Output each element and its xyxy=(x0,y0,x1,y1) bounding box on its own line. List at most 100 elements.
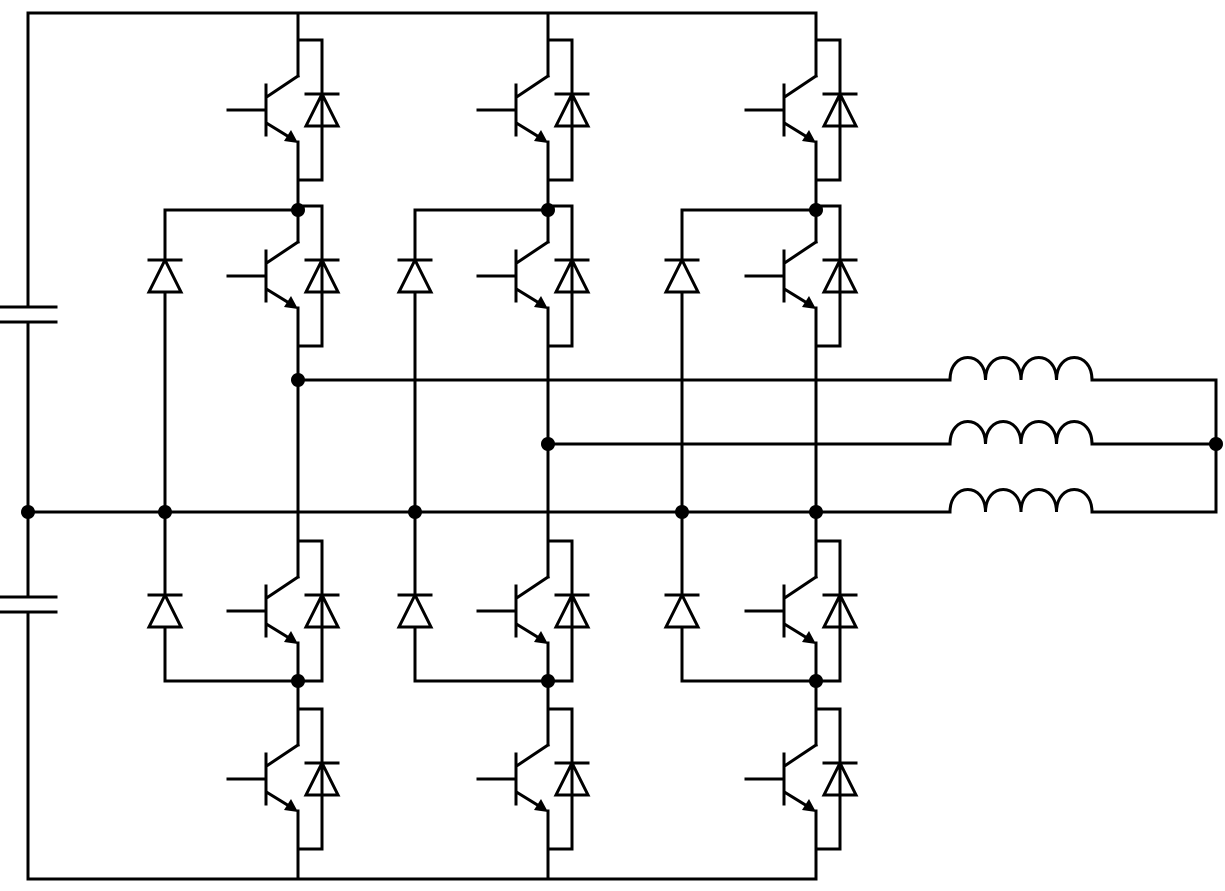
inductor-coil xyxy=(948,356,1094,382)
junction-dot xyxy=(1209,437,1223,451)
igbt-switch-9 xyxy=(744,38,859,182)
diode-triangle xyxy=(663,591,701,629)
collector-diag xyxy=(265,742,301,768)
diode xyxy=(146,256,184,294)
diode-triangle xyxy=(663,256,701,294)
junction-dot xyxy=(158,505,172,519)
diode xyxy=(303,256,341,294)
igbt-switch-12 xyxy=(744,707,859,851)
igbt-switch-8 xyxy=(476,707,591,851)
middle-inductor xyxy=(948,420,1094,446)
diode xyxy=(396,256,434,294)
junction-dot xyxy=(809,203,823,217)
diode xyxy=(303,90,341,128)
junction-dot xyxy=(809,674,823,688)
diode-triangle xyxy=(303,256,341,294)
diode xyxy=(303,591,341,629)
diode-triangle xyxy=(553,759,591,797)
antiparallel-loop xyxy=(546,204,574,348)
diode xyxy=(553,256,591,294)
emitter-arrow xyxy=(802,296,816,309)
diode xyxy=(821,759,859,797)
diode-triangle xyxy=(303,591,341,629)
emitter-arrow xyxy=(534,296,548,309)
emitter-arrow xyxy=(284,799,298,812)
collector-diag xyxy=(265,239,301,265)
emitter-arrow xyxy=(802,130,816,143)
inductor-coil xyxy=(948,488,1094,514)
dc-link-capacitors xyxy=(0,305,58,614)
diode xyxy=(553,759,591,797)
diode-triangle xyxy=(303,759,341,797)
junction-dot xyxy=(809,505,823,519)
diode-triangle xyxy=(553,90,591,128)
diode-triangle xyxy=(396,591,434,629)
collector-diag xyxy=(515,73,551,99)
antiparallel-loop xyxy=(814,38,842,182)
collector-diag xyxy=(783,742,819,768)
igbt-switch-1 xyxy=(226,38,341,182)
emitter-arrow xyxy=(534,130,548,143)
junction-dot xyxy=(541,437,555,451)
collector-diag xyxy=(265,73,301,99)
emitter-arrow xyxy=(284,296,298,309)
top-inductor xyxy=(948,356,1094,382)
emitter-arrow xyxy=(534,631,548,644)
emitter-arrow xyxy=(802,799,816,812)
junction-dot xyxy=(541,674,555,688)
diode xyxy=(821,256,859,294)
collector-diag xyxy=(265,574,301,600)
emitter-arrow xyxy=(284,130,298,143)
igbt-switch-3 xyxy=(226,539,341,683)
junction-dot xyxy=(675,505,689,519)
diode-triangle xyxy=(553,256,591,294)
diode xyxy=(821,90,859,128)
diode-triangle xyxy=(303,90,341,128)
junction-dot xyxy=(408,505,422,519)
antiparallel-loop xyxy=(546,707,574,851)
antiparallel-loop xyxy=(296,707,324,851)
collector-diag xyxy=(515,574,551,600)
diode-triangle xyxy=(396,256,434,294)
diode xyxy=(663,591,701,629)
antiparallel-loop xyxy=(546,38,574,182)
junction-dot xyxy=(291,203,305,217)
igbt-switch-4 xyxy=(226,707,341,851)
diode-triangle xyxy=(553,591,591,629)
collector-diag xyxy=(783,574,819,600)
collector-diag xyxy=(783,239,819,265)
diode xyxy=(303,759,341,797)
diode xyxy=(663,256,701,294)
diode-triangle xyxy=(821,90,859,128)
bottom-inductor xyxy=(948,488,1094,514)
antiparallel-loop xyxy=(296,204,324,348)
antiparallel-loop xyxy=(814,707,842,851)
collector-diag xyxy=(515,239,551,265)
diode xyxy=(821,591,859,629)
diode-triangle xyxy=(821,591,859,629)
diode-triangle xyxy=(821,759,859,797)
diode xyxy=(146,591,184,629)
antiparallel-loop xyxy=(296,38,324,182)
antiparallel-loop xyxy=(296,539,324,683)
igbt-switch-5 xyxy=(476,38,591,182)
junction-dot xyxy=(291,373,305,387)
antiparallel-loop xyxy=(814,539,842,683)
emitter-arrow xyxy=(284,631,298,644)
diode xyxy=(553,591,591,629)
junction-dot xyxy=(541,203,555,217)
diode-triangle xyxy=(146,256,184,294)
diode-triangle xyxy=(146,591,184,629)
igbt-switch-11 xyxy=(744,539,859,683)
diode-triangle xyxy=(821,256,859,294)
junction-dot xyxy=(21,505,35,519)
inductor-coil xyxy=(948,420,1094,446)
igbt-switch-7 xyxy=(476,539,591,683)
igbt-switch-10 xyxy=(744,204,859,348)
emitter-arrow xyxy=(802,631,816,644)
diode xyxy=(396,591,434,629)
igbt-switch-2 xyxy=(226,204,341,348)
diode xyxy=(553,90,591,128)
igbt-switch-6 xyxy=(476,204,591,348)
